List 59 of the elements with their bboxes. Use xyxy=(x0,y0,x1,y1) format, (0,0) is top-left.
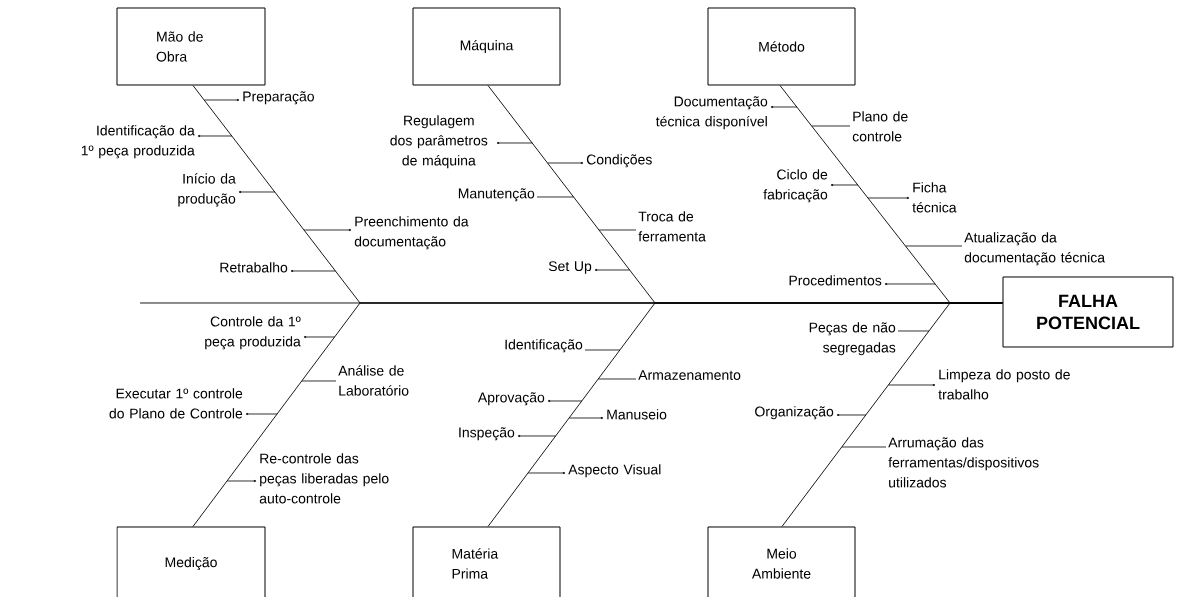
category-box: Matéria Prima xyxy=(412,526,561,597)
cause-arrow xyxy=(888,383,936,387)
cause-label: Preenchimento da documentação xyxy=(354,216,469,250)
cause-arrow xyxy=(594,268,631,272)
cause-label: Retrabalho xyxy=(220,262,288,273)
category-box: Meio Ambiente xyxy=(707,526,856,597)
cause-label: Troca de ferramenta xyxy=(638,211,706,242)
cause-label: Início da produção xyxy=(178,173,236,207)
cause-arrow xyxy=(830,183,859,187)
cause-label: Arrumação das ferramentas/dispositivos utilizados xyxy=(888,437,1039,488)
cause-arrow xyxy=(867,196,910,200)
cause-arrow xyxy=(245,412,278,416)
cause-arrow xyxy=(547,399,583,403)
cause-label: Aprovação xyxy=(477,392,545,406)
fishbone-branch xyxy=(781,302,1003,527)
cause-arrow xyxy=(568,416,604,420)
cause-label: Procedimentos xyxy=(789,275,882,286)
cause-label: Plano de controle xyxy=(852,111,908,142)
cause-label: Análise de Laboratório xyxy=(338,365,409,396)
cause-label: Identificação da 1º peça produzida xyxy=(81,125,195,159)
cause-label: Manutenção xyxy=(458,188,535,202)
cause-label: Armazenamento xyxy=(638,370,741,380)
cause-label: Inspeção xyxy=(459,427,515,441)
cause-label: Peças de não segregadas xyxy=(809,322,896,356)
category-box: Medição xyxy=(116,526,266,597)
cause-label: Re-controle das peças liberadas pelo auto-controle xyxy=(259,453,389,504)
cause-label: Ficha técnica xyxy=(912,182,957,213)
cause-arrow xyxy=(884,282,936,286)
cause-label: Identificação xyxy=(505,339,583,353)
cause-label: Aspecto Visual xyxy=(568,464,661,478)
category-box: Mão de Obra xyxy=(116,7,266,86)
cause-label: Documentação técnica disponível xyxy=(655,96,768,130)
cause-arrow xyxy=(226,479,257,483)
cause-label: Controle da 1º peça produzida xyxy=(205,316,301,350)
cause-label: Regulagem dos parâmetros de máquina xyxy=(390,115,488,169)
cause-arrow xyxy=(496,141,533,145)
cause-arrow xyxy=(517,434,557,438)
cause-arrow xyxy=(197,134,233,138)
cause-arrow xyxy=(547,161,584,165)
cause-arrow xyxy=(527,471,566,475)
cause-arrow xyxy=(303,228,352,232)
cause-arrow xyxy=(238,190,276,194)
category-box: Máquina xyxy=(412,7,561,86)
cause-arrow xyxy=(204,98,240,102)
effect-box: FALHA POTENCIAL xyxy=(1002,276,1174,348)
cause-label: Set Up xyxy=(548,261,592,274)
cause-label: Organização xyxy=(755,406,834,420)
cause-label: Condições xyxy=(586,154,652,168)
cause-arrow xyxy=(290,269,336,273)
category-box: Método xyxy=(707,7,856,86)
cause-arrow xyxy=(770,105,798,109)
cause-arrow xyxy=(303,335,336,339)
cause-label: Atualização da documentação técnica xyxy=(964,232,1106,266)
cause-label: Ciclo de fabricação xyxy=(763,169,828,203)
cause-label: Limpeza do posto de trabalho xyxy=(938,369,1070,400)
cause-label: Preparação xyxy=(243,91,314,105)
cause-label: Manuseio xyxy=(607,409,667,420)
cause-label: Executar 1º controle do Plano de Controle xyxy=(109,388,243,419)
cause-arrow xyxy=(836,413,867,417)
